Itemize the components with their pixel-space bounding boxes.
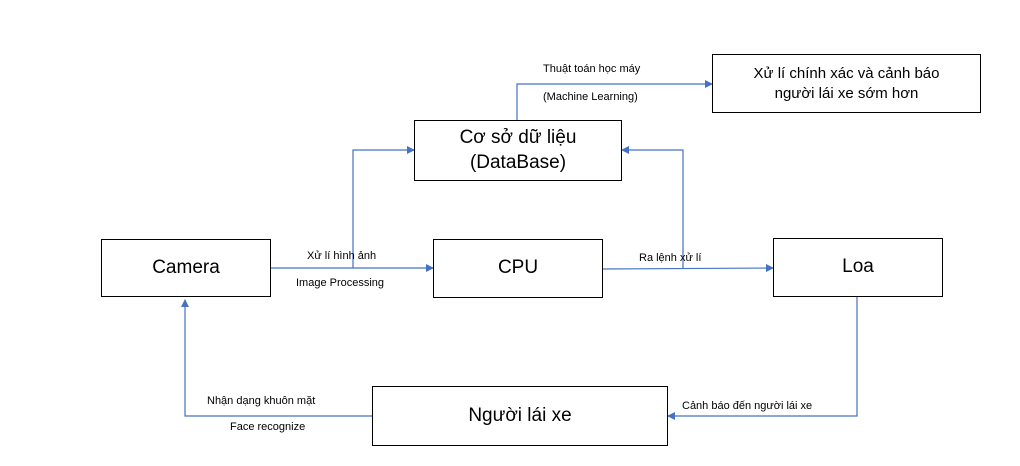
arrow-to-database-right — [621, 146, 684, 268]
node-result-line1: Xử lí chính xác và cảnh báo — [753, 65, 940, 82]
edge-label-command: Ra lệnh xử lí — [639, 252, 702, 264]
node-result-line2: người lái xe sớm hơn — [774, 84, 919, 102]
node-database-line1: Cơ sở dữ liệu — [459, 126, 577, 148]
node-loa-label: Loa — [842, 256, 874, 278]
node-cpu: CPU — [433, 239, 603, 298]
edge-label-warning: Cảnh báo đến người lái xe — [682, 400, 813, 412]
node-database-line2: (DataBase) — [469, 151, 567, 173]
arrow-cpu-to-loa — [602, 264, 774, 273]
node-database: Cơ sở dữ liệu (DataBase) — [414, 120, 622, 181]
edge-label-image-processing-vi: Xử lí hình ảnh — [307, 250, 377, 262]
node-cpu-label: CPU — [497, 257, 539, 279]
arrow-loa-to-driver — [667, 297, 858, 420]
node-driver: Người lái xe — [372, 386, 668, 446]
edge-label-machine-learning-en: (Machine Learning) — [543, 91, 638, 103]
arrow-database-to-result — [516, 80, 713, 120]
arrow-to-database-left — [352, 146, 415, 268]
edge-label-face-recognition-en: Face recognize — [230, 421, 306, 433]
edge-label-machine-learning-vi: Thuật toán học máy — [543, 63, 641, 75]
node-result: Xử lí chính xác và cảnh báo người lái xe… — [712, 54, 981, 113]
arrow-driver-to-camera — [181, 299, 372, 417]
edge-label-face-recognition-vi: Nhận dạng khuôn mặt — [207, 395, 316, 407]
node-loa: Loa — [773, 238, 943, 297]
edge-label-image-processing-en: Image Processing — [296, 277, 385, 289]
node-camera: Camera — [101, 239, 271, 297]
node-driver-label: Người lái xe — [468, 404, 572, 426]
node-camera-label: Camera — [152, 256, 220, 278]
